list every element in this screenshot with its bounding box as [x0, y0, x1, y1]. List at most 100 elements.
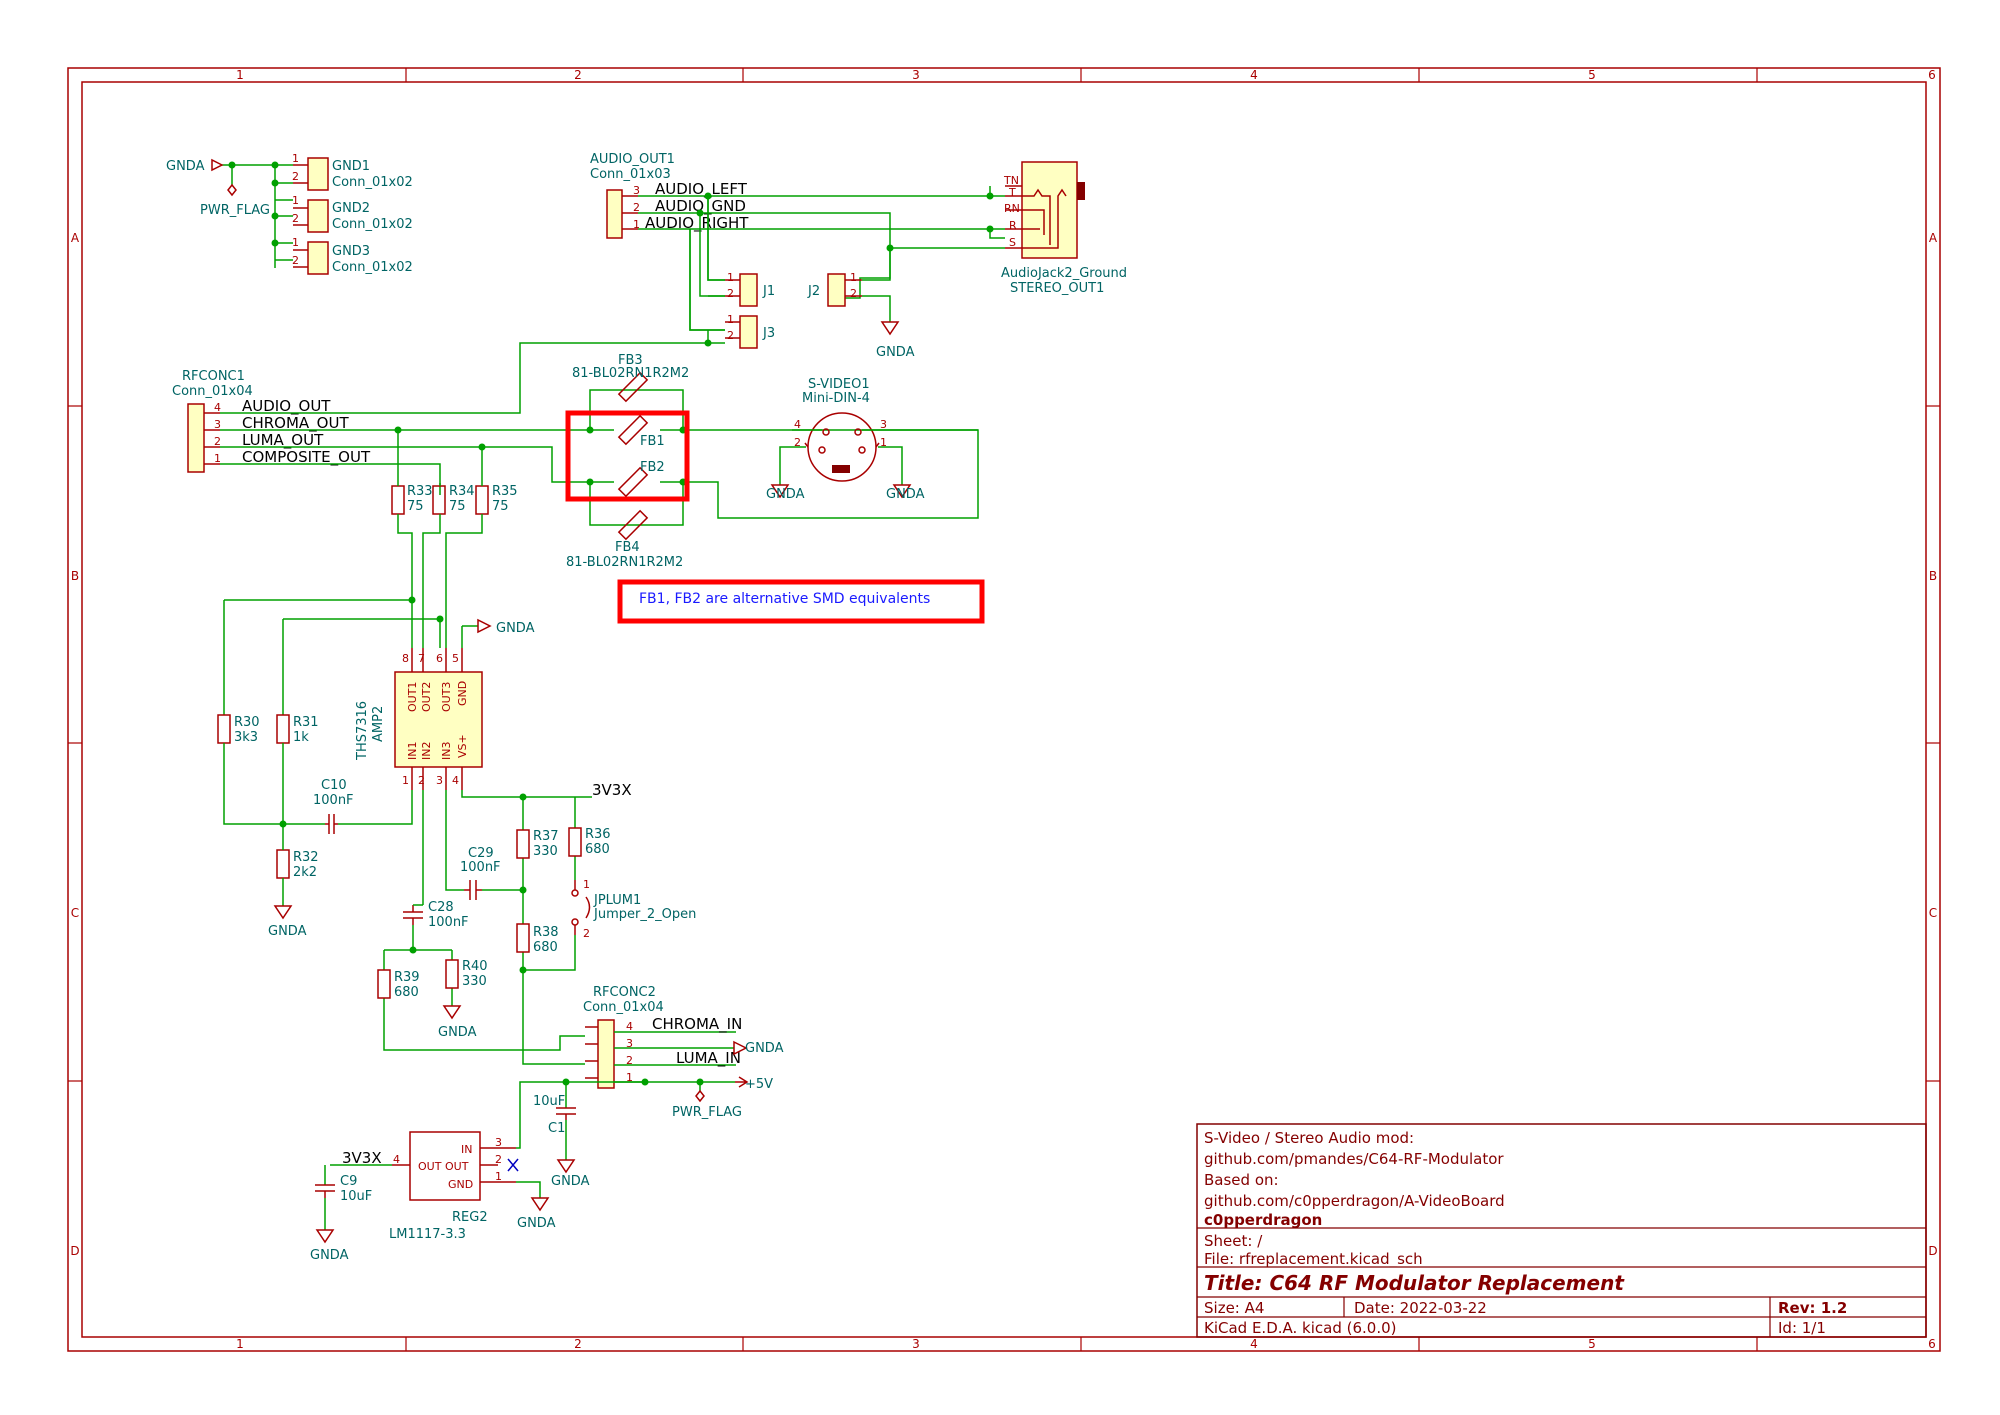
svideo-pin4: 4 — [794, 418, 801, 431]
frame-col-1-top: 1 — [236, 68, 244, 82]
amp-pin7: 7 — [418, 652, 425, 665]
gnd1-pin2: 2 — [292, 170, 299, 183]
fb-highlight-box — [565, 410, 690, 502]
net-audio-right: AUDIO_RIGHT — [645, 214, 749, 233]
rfconc1-value: Conn_01x04 — [172, 384, 253, 399]
r32-value: 2k2 — [293, 865, 317, 880]
r38-value: 680 — [533, 940, 558, 955]
tb-size: Size: A4 — [1204, 1299, 1264, 1317]
stereo-out1-value: AudioJack2_Ground — [1001, 266, 1127, 281]
j1-pin1: 1 — [727, 271, 734, 284]
j2-gnda: GNDA — [876, 345, 915, 360]
frame-col-3-top: 3 — [912, 68, 920, 82]
jack-pin-rn: RN — [1004, 202, 1020, 215]
c1-gnda: GNDA — [551, 1174, 590, 1189]
net-audio-gnd: AUDIO_GND — [655, 197, 746, 216]
r33-value: 75 — [407, 499, 424, 514]
frame-col-6-top: 6 — [1928, 68, 1936, 82]
gnda-label-top: GNDA — [166, 159, 205, 174]
reg2-ref: REG2 — [452, 1210, 488, 1225]
r40-ref: R40 — [462, 959, 488, 974]
r33-ref: R33 — [407, 484, 433, 499]
rfconc2-ref: RFCONC2 — [593, 985, 656, 1000]
tb-comment-3: Based on: — [1204, 1171, 1279, 1189]
r31-ref: R31 — [293, 715, 319, 730]
rfconc1-ref: RFCONC1 — [182, 369, 245, 384]
reg-out-left: OUT — [418, 1160, 442, 1173]
tb-comment-2: github.com/pmandes/C64-RF-Modulator — [1204, 1150, 1504, 1168]
ground-connectors: GNDA PWR_FLAG 1 2 1 2 1 2 GND1 Conn_01x0… — [166, 152, 413, 275]
c9-ref: C9 — [340, 1174, 357, 1189]
amp2-ref: AMP2 — [371, 706, 386, 742]
r35-value: 75 — [492, 499, 509, 514]
amp-in1: IN1 — [406, 742, 419, 760]
note-box — [617, 579, 985, 624]
c29-value: 100nF — [460, 860, 501, 875]
net-plus5v: +5V — [745, 1077, 773, 1092]
audio-out1-pin1: 1 — [633, 218, 640, 231]
r37-value: 330 — [533, 844, 558, 859]
gnd2-pin2: 2 — [292, 212, 299, 225]
frame-col-1-bottom: 1 — [236, 1337, 244, 1351]
r40-value: 330 — [462, 974, 487, 989]
frame-col-5-bottom: 5 — [1588, 1337, 1596, 1351]
reg-gnda: GNDA — [517, 1216, 556, 1231]
fb3-ref: FB3 — [618, 353, 643, 368]
tb-title: Title: C64 RF Modulator Replacement — [1204, 1271, 1625, 1295]
drawing-frame: 1 2 3 4 5 6 1 2 3 4 5 6 A B C D A B C D — [67, 67, 1941, 1352]
reg2-value: LM1117-3.3 — [389, 1227, 466, 1242]
svideo-pin3: 3 — [880, 418, 887, 431]
net-audio-out: AUDIO_OUT — [242, 397, 331, 416]
reg-gnd: GND — [448, 1178, 473, 1191]
ferrite-beads: FB3 81-BL02RN1R2M2 FB1 FB2 FB4 81-BL02RN… — [565, 353, 979, 570]
fb4-value: 81-BL02RN1R2M2 — [566, 555, 683, 570]
c1-value: 10uF — [533, 1094, 565, 1109]
s-video-connector: S-VIDEO1 Mini-DIN-4 4 3 2 1 GNDA GNDA — [766, 377, 978, 502]
net-3v3x-bottom: 3V3X — [342, 1149, 382, 1167]
rfconc1-pin1: 1 — [214, 452, 221, 465]
amp-in3: IN3 — [440, 742, 453, 760]
frame-col-2-top: 2 — [574, 68, 582, 82]
tb-rev: Rev: 1.2 — [1778, 1299, 1847, 1317]
frame-col-3-bottom: 3 — [912, 1337, 920, 1351]
amp-in2: IN2 — [420, 742, 433, 760]
net-audio-left: AUDIO_LEFT — [655, 180, 748, 199]
rfconc1-pin3: 3 — [214, 418, 221, 431]
r40-gnda: GNDA — [438, 1025, 477, 1040]
c28-ref: C28 — [428, 900, 454, 915]
jack-pin-t: T — [1008, 186, 1016, 199]
tb-tool: KiCad E.D.A. kicad (6.0.0) — [1204, 1319, 1397, 1337]
rfconc2-value: Conn_01x04 — [583, 1000, 664, 1015]
jack-pin-s: S — [1009, 236, 1016, 249]
audio-out1-value: Conn_01x03 — [590, 167, 671, 182]
reg-out-right: OUT — [445, 1160, 469, 1173]
rfconc2-pin4: 4 — [626, 1020, 633, 1033]
audio-section: AUDIO_OUT1 Conn_01x03 3 2 1 AUDIO_LEFT A… — [590, 152, 1127, 360]
svideo-gnda-left: GNDA — [766, 487, 805, 502]
j3-ref: J3 — [762, 326, 775, 341]
c29-ref: C29 — [468, 846, 494, 861]
frame-row-a-left: A — [71, 231, 80, 245]
r31-value: 1k — [293, 730, 309, 745]
amp-gnd: GND — [456, 681, 469, 706]
r32-ref: R32 — [293, 850, 319, 865]
frame-row-d-right: D — [1928, 1244, 1937, 1258]
frame-col-4-bottom: 4 — [1250, 1337, 1258, 1351]
j2-pin1: 1 — [850, 271, 857, 284]
frame-row-c-left: C — [71, 906, 79, 920]
amp-out2: OUT2 — [420, 682, 433, 712]
frame-row-d-left: D — [70, 1244, 79, 1258]
rfconc2-pin3: 3 — [626, 1037, 633, 1050]
gnd3-value: Conn_01x02 — [332, 260, 413, 275]
fb3-value: 81-BL02RN1R2M2 — [572, 366, 689, 381]
frame-row-a-right: A — [1929, 231, 1938, 245]
j3-pin1: 1 — [727, 313, 734, 326]
svideo-gnda-right: GNDA — [886, 487, 925, 502]
j2-pin2: 2 — [850, 287, 857, 300]
frame-row-c-right: C — [1929, 906, 1937, 920]
tb-sheet: Sheet: / — [1204, 1232, 1263, 1250]
net-composite-out: COMPOSITE_OUT — [242, 448, 371, 467]
frame-col-5-top: 5 — [1588, 68, 1596, 82]
rfconc2-pin1: 1 — [626, 1071, 633, 1084]
